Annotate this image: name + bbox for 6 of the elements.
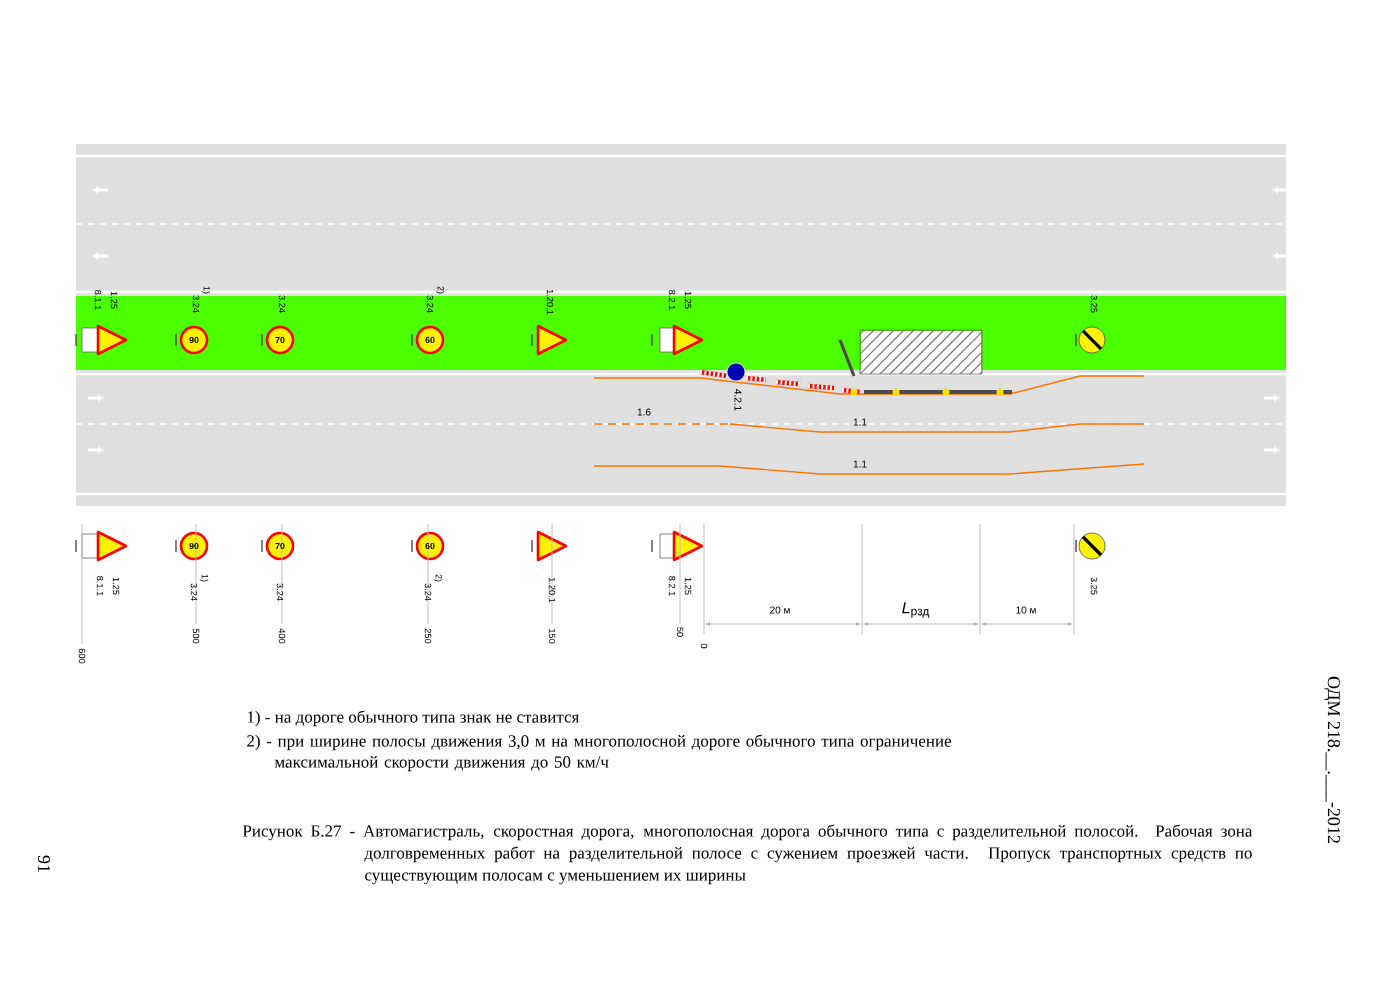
footnote: 2) - при ширине полосы движения 3,0 м на многополосной дороге обычного типа ограничение максимальной скорости движения до 50 км/ч: [247, 734, 951, 772]
document-code: ОДМ 218.__.___-2012: [1324, 676, 1340, 843]
footnote: 1) - на дороге обычного типа знак не ставится: [247, 710, 580, 727]
page-number: 91: [37, 855, 51, 872]
caption: Рисунок Б.27 - Автомагистраль, скоростная дорога, многополосная дорога обычного типа с разделительной полосой. Рабочая зона долговременных работ на разделительной полосе с сужением проезжей части. Пропуск транспортных средств по существующим полосам с уменьшением их ширины: [242, 824, 1253, 885]
dimension-label: L$_{рзд}$: [902, 602, 930, 618]
